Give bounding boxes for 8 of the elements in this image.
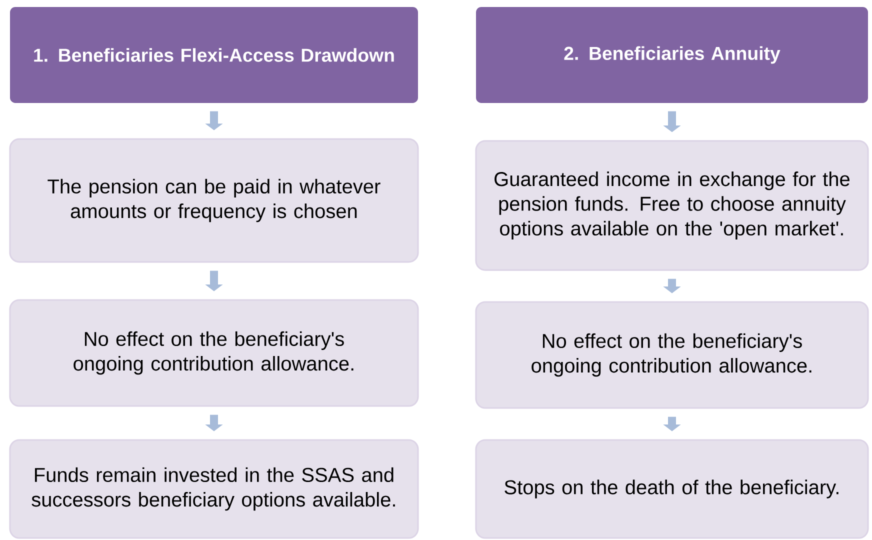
header-box: 2. Beneficiaries Annuity (476, 7, 868, 103)
header-box: 1. Beneficiaries Flexi-Access Drawdown (10, 7, 418, 103)
text-box: Funds remain invested in the SSAS and successors beneficiary options available. (9, 439, 419, 539)
text-box: Guaranteed income in exchange for the pension funds. Free to choose annuity options available on the 'open market'. (475, 140, 869, 271)
text-box: Stops on the death of the beneficiary. (475, 439, 869, 539)
text-box: No effect on the beneficiary's ongoing contribution allowance. (475, 301, 869, 409)
text-box: The pension can be paid in whatever amounts or frequency is chosen (9, 138, 419, 263)
text-box: No effect on the beneficiary's ongoing contribution allowance. (9, 299, 419, 407)
